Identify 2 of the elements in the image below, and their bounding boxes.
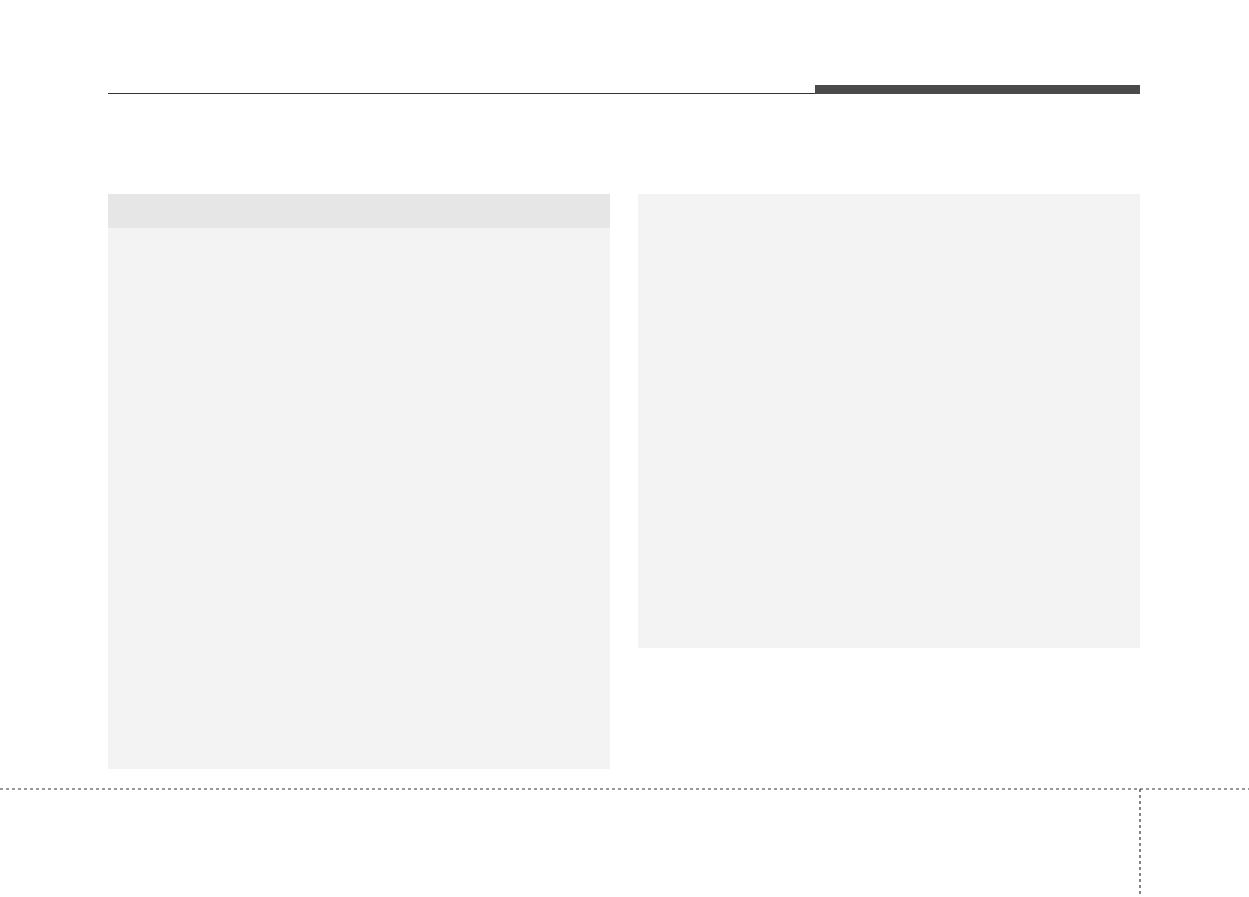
header-band bbox=[108, 194, 610, 228]
panel-background bbox=[108, 194, 610, 769]
